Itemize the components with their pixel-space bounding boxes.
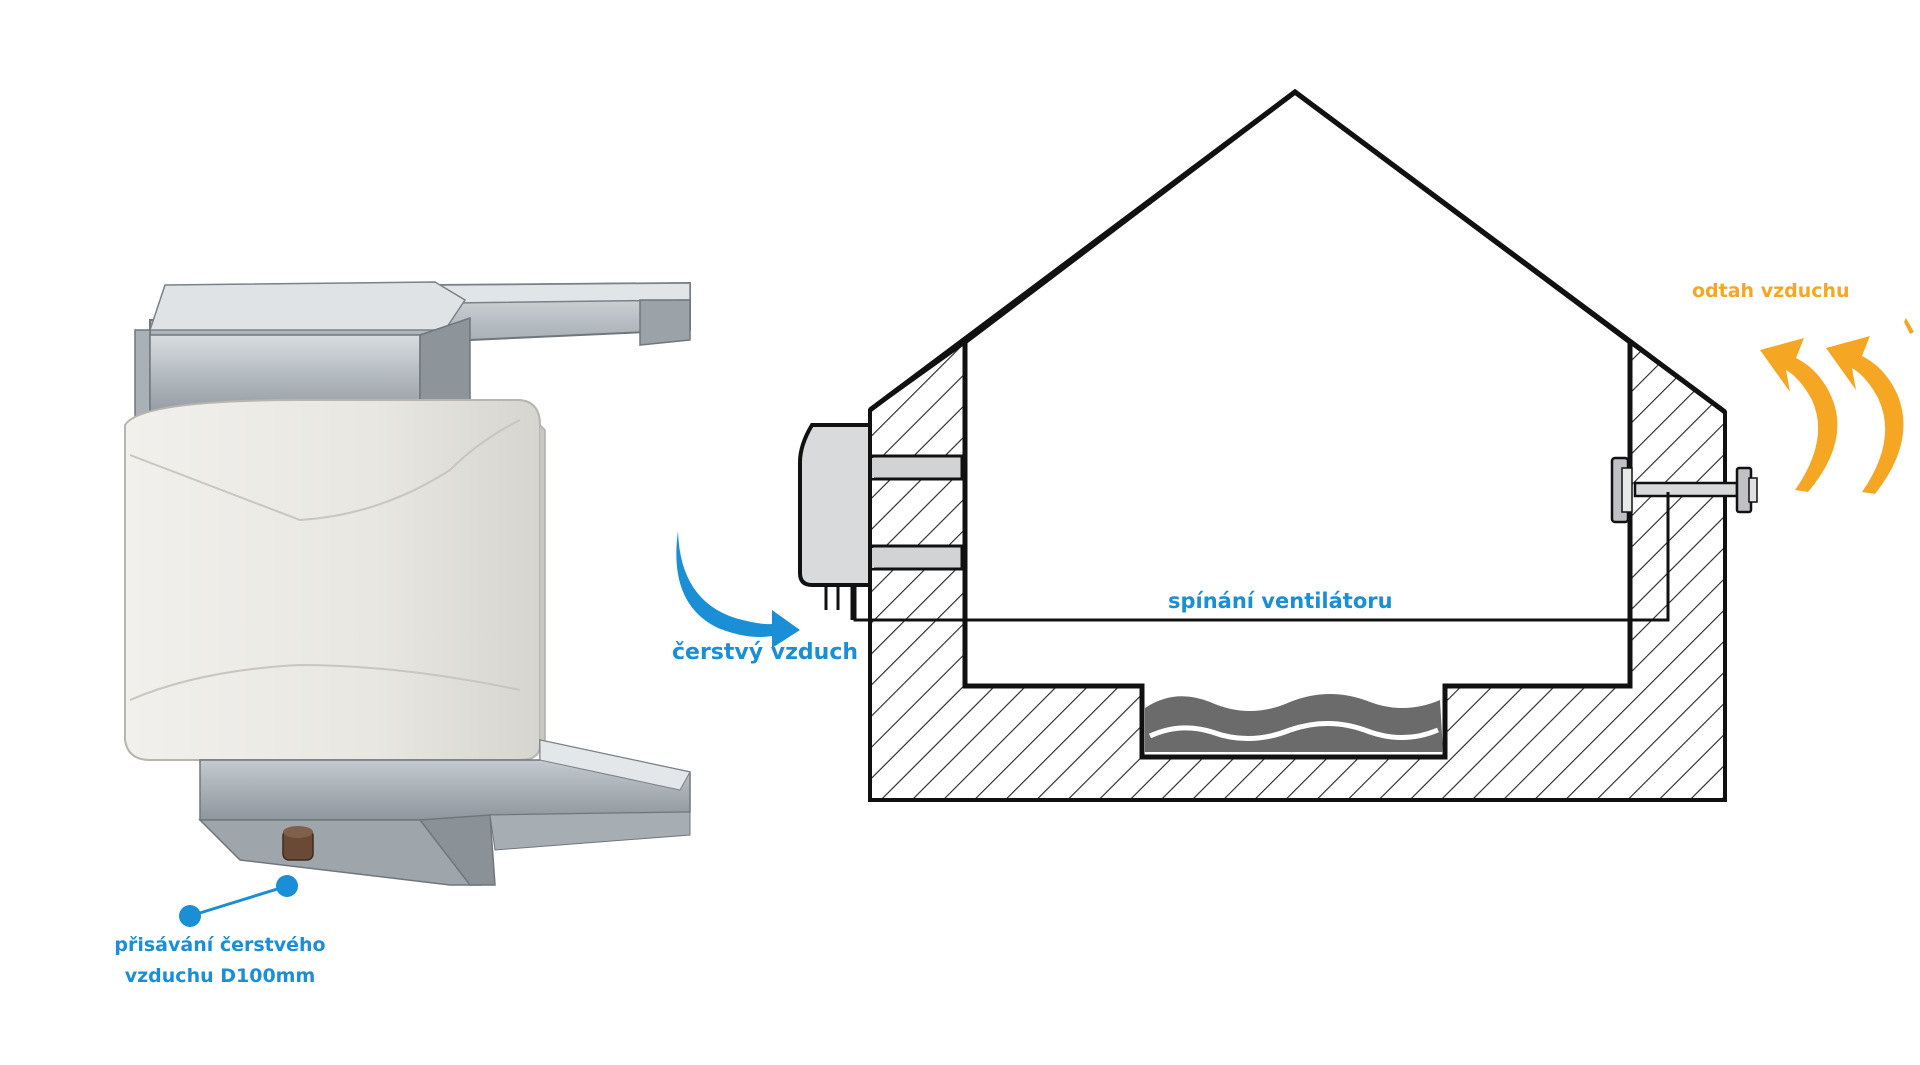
fresh-air-arrow-icon bbox=[676, 531, 800, 648]
intake-label-line2: vzduchu D100mm bbox=[124, 965, 316, 987]
external-unit bbox=[798, 423, 872, 587]
intake-label-line1: přisávání čerstvého bbox=[114, 934, 326, 956]
house-section bbox=[798, 88, 1758, 802]
left-duct-lower bbox=[870, 544, 964, 571]
left-duct-upper bbox=[870, 454, 964, 481]
right-duct bbox=[1633, 481, 1739, 498]
exhaust-arrows-icon bbox=[1760, 318, 1914, 494]
intake-callout bbox=[179, 875, 298, 927]
exhaust-label: odtah vzduchu bbox=[1692, 280, 1850, 302]
water-waves bbox=[1145, 694, 1443, 752]
intake-label: přisávání čerstvého vzduchu D100mm bbox=[100, 930, 340, 992]
dehumidifier-unit bbox=[124, 281, 691, 886]
fresh-air-label: čerstvý vzduch bbox=[672, 640, 859, 665]
unit-body bbox=[124, 399, 546, 761]
intake-pipe bbox=[282, 826, 314, 861]
fan-switching-label: spínání ventilátoru bbox=[1168, 589, 1393, 613]
room-interior bbox=[962, 88, 1633, 760]
fan-switch-line bbox=[853, 492, 1670, 622]
bottom-duct bbox=[198, 739, 691, 886]
roof-outline bbox=[868, 88, 1727, 415]
